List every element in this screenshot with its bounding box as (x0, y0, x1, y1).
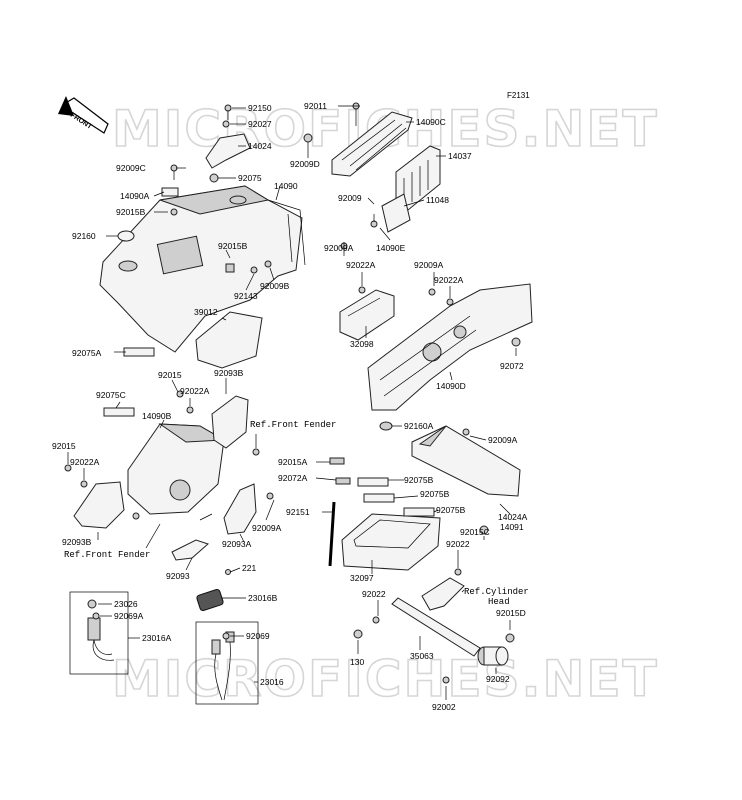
reference-callouts: Ref.Front Fender Ref.Front Fender Ref.Cy… (64, 420, 529, 607)
label-14037: 14037 (448, 151, 472, 161)
label-92027: 92027 (248, 119, 272, 129)
label-92009d: 92009D (290, 159, 320, 169)
label-92002: 92002 (432, 702, 456, 712)
label-92022a-2: 92022A (434, 275, 464, 285)
part-labels: 92150 92027 14024 92075 92011 14090C 920… (52, 101, 528, 712)
label-92075: 92075 (238, 173, 262, 183)
label-14090d: 14090D (436, 381, 466, 391)
label-92075b-3: 92075B (436, 505, 466, 515)
label-92093b-1: 92093B (214, 368, 244, 378)
label-14090b: 14090B (142, 411, 172, 421)
collar-92092 (477, 646, 509, 666)
label-35063: 35063 (410, 651, 434, 661)
tray-32097 (341, 513, 441, 571)
bracket-92093a (223, 483, 257, 535)
ref-front-fender-1: Ref.Front Fender (250, 420, 336, 430)
ref-cylinder-head-1: Ref.Cylinder (464, 587, 529, 597)
label-92015-1: 92015 (158, 370, 182, 380)
label-92160: 92160 (72, 231, 96, 241)
label-14091: 14091 (500, 522, 524, 532)
label-92093: 92093 (166, 571, 190, 581)
label-32097: 32097 (350, 573, 374, 583)
label-92072a: 92072A (278, 473, 308, 483)
label-92022a-4: 92022A (70, 457, 100, 467)
label-92015d: 92015D (496, 608, 526, 618)
label-92160a: 92160A (404, 421, 434, 431)
ref-front-fender-2: Ref.Front Fender (64, 550, 150, 560)
box-14090b (127, 423, 226, 515)
label-92015-2: 92015 (52, 441, 76, 451)
label-92009c: 92009C (116, 163, 146, 173)
label-92022-2: 92022 (362, 589, 386, 599)
label-92151: 92151 (286, 507, 310, 517)
label-23016b: 23016B (248, 593, 278, 603)
label-11048: 11048 (426, 195, 449, 205)
watermark-bottom: MICROFICHES.NET (112, 650, 659, 708)
label-23016: 23016 (260, 677, 284, 687)
label-92022-1: 92022 (446, 539, 470, 549)
label-92015b-2: 92015B (218, 241, 248, 251)
bracket-92093b-left (73, 481, 125, 529)
label-92015b-1: 92015B (116, 207, 146, 217)
label-92150: 92150 (248, 103, 272, 113)
label-39012: 39012 (194, 307, 218, 317)
label-14024a: 14024A (498, 512, 528, 522)
label-92009b: 92009B (260, 281, 290, 291)
label-92075c: 92075C (96, 390, 126, 400)
part-39012 (195, 311, 263, 369)
label-14090a: 14090A (120, 191, 150, 201)
label-92092: 92092 (486, 674, 510, 684)
bracket-14024 (205, 133, 251, 169)
label-92009: 92009 (338, 193, 362, 203)
bracket-92093b-right (211, 395, 249, 449)
fasteners (64, 102, 521, 684)
label-92015a: 92015A (278, 457, 308, 467)
label-14090: 14090 (274, 181, 298, 191)
label-92022a-3: 92022A (180, 386, 210, 396)
label-92075b-2: 92075B (420, 489, 450, 499)
arm-35063 (391, 597, 481, 657)
label-92022a-1: 92022A (346, 260, 376, 270)
label-92143: 92143 (234, 291, 258, 301)
front-carrier-14090 (99, 185, 306, 353)
label-92069a: 92069A (114, 611, 144, 621)
label-92093b-2: 92093B (62, 537, 92, 547)
detail-box-23016 (195, 621, 259, 705)
remote-23016b (196, 588, 224, 612)
part-32098 (339, 289, 395, 341)
label-92093a: 92093A (222, 539, 252, 549)
plate-11048 (381, 193, 411, 233)
rod-92151 (328, 501, 336, 567)
bracket-92093 (171, 539, 209, 561)
label-14090e: 14090E (376, 243, 406, 253)
label-92015c: 92015C (460, 527, 490, 537)
label-92009a-3: 92009A (488, 435, 518, 445)
plate-14024a (411, 425, 521, 497)
ref-cylinder-head-2: Head (488, 597, 510, 607)
label-32098: 32098 (350, 339, 374, 349)
label-92009a-1: 92009A (324, 243, 354, 253)
leader-lines (67, 105, 517, 700)
label-92075b-1: 92075B (404, 475, 434, 485)
label-23026: 23026 (114, 599, 138, 609)
front-arrow-icon: FRONT (58, 96, 109, 134)
label-92069: 92069 (246, 631, 270, 641)
bracket-14090d (367, 283, 533, 411)
figure-code: F2131 (507, 91, 530, 100)
cylinder-plate (421, 577, 465, 611)
label-92011: 92011 (304, 101, 327, 111)
label-14024: 14024 (248, 141, 272, 151)
label-221: 221 (242, 563, 256, 573)
label-14090c: 14090C (416, 117, 446, 127)
lid-14090c (331, 111, 413, 177)
label-23016a: 23016A (142, 633, 172, 643)
detail-box-23016a (69, 591, 129, 675)
label-92009a-4: 92009A (252, 523, 282, 533)
label-92009a-2: 92009A (414, 260, 444, 270)
label-92072: 92072 (500, 361, 524, 371)
label-130: 130 (350, 657, 364, 667)
label-92075a: 92075A (72, 348, 102, 358)
